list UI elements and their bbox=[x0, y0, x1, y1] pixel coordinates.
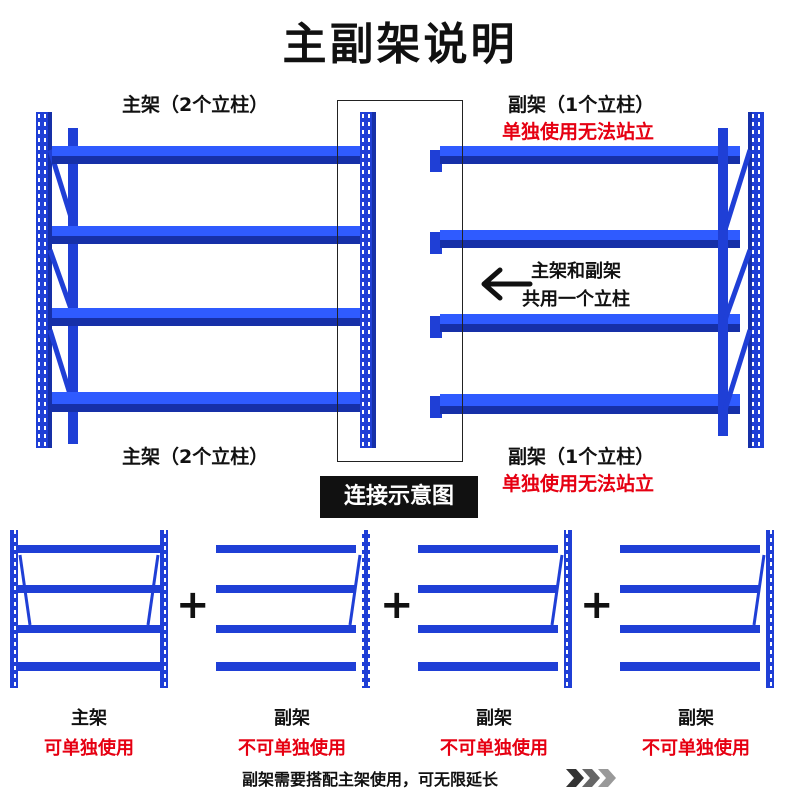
plus-sign-2: + bbox=[380, 582, 414, 628]
page-title: 主副架说明 bbox=[282, 19, 518, 70]
shared-note-line2: 共用一个立柱 bbox=[522, 289, 630, 310]
caption-sub-rack-3: 副架 不可单独使用 bbox=[596, 704, 796, 760]
shared-upright-note: 主架和副架 共用一个立柱 bbox=[522, 258, 630, 314]
sub-rack-label-bottom: 副架（1个立柱） bbox=[508, 446, 655, 468]
caption-note: 不可单独使用 bbox=[238, 738, 346, 759]
caption-sub-rack-2: 副架 不可单独使用 bbox=[394, 704, 594, 760]
chevron-double-right-icon bbox=[566, 769, 616, 787]
connection-highlight-box bbox=[337, 100, 463, 462]
caption-note: 不可单独使用 bbox=[440, 738, 548, 759]
plus-sign-3: + bbox=[580, 582, 614, 628]
caption-main-rack: 主架 可单独使用 bbox=[0, 704, 189, 760]
shared-note-line1: 主架和副架 bbox=[531, 261, 621, 282]
sub-rack-note-top: 单独使用无法站立 bbox=[502, 121, 655, 143]
plus-sign-1: + bbox=[176, 582, 210, 628]
caption-note: 可单独使用 bbox=[44, 738, 134, 759]
main-rack-label-top: 主架（2个立柱） bbox=[122, 94, 269, 116]
caption-name: 副架 bbox=[476, 708, 512, 729]
sub-rack-note-bottom: 单独使用无法站立 bbox=[502, 473, 655, 495]
sub-rack-small-1 bbox=[216, 530, 370, 688]
caption-note: 不可单独使用 bbox=[642, 738, 750, 759]
main-rack-label-bottom: 主架（2个立柱） bbox=[122, 446, 269, 468]
footer-note: 副架需要搭配主架使用，可无限延长 bbox=[241, 770, 498, 789]
sub-rack-large bbox=[430, 112, 764, 448]
sub-rack-label-top: 副架（1个立柱） bbox=[508, 94, 655, 116]
arrow-left-icon bbox=[481, 267, 533, 301]
caption-name: 副架 bbox=[274, 708, 310, 729]
main-rack-small bbox=[10, 530, 168, 688]
caption-name: 主架 bbox=[71, 708, 107, 729]
sub-rack-small-3 bbox=[620, 530, 774, 688]
caption-name: 副架 bbox=[678, 708, 714, 729]
caption-sub-rack-1: 副架 不可单独使用 bbox=[192, 704, 392, 760]
connect-diagram-badge: 连接示意图 bbox=[320, 476, 478, 518]
sub-rack-small-2 bbox=[418, 530, 572, 688]
main-rack-large bbox=[36, 112, 376, 448]
